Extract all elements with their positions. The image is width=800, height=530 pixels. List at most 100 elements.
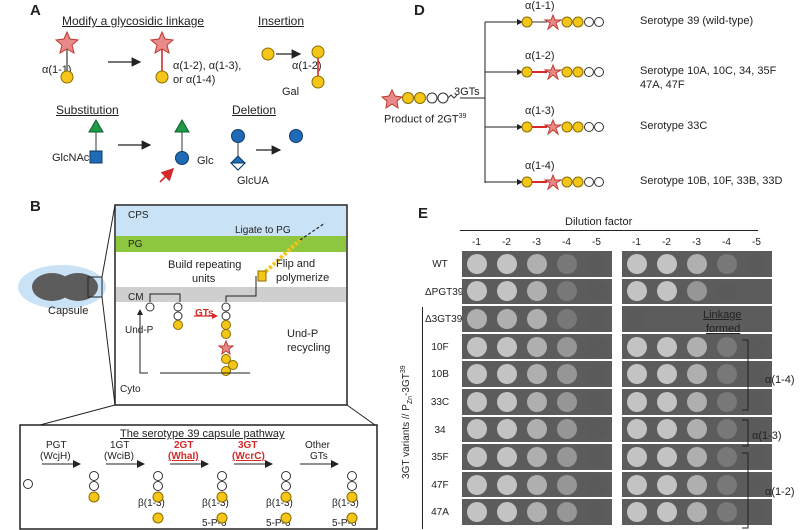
step-pgt-gene: (WcjH) xyxy=(40,451,71,462)
colony-spot xyxy=(657,419,677,440)
colony-spot xyxy=(747,502,767,523)
link-b13: β(1-3) xyxy=(202,498,229,509)
und-p-label: Und-P xyxy=(125,325,154,336)
colony-spot xyxy=(587,419,607,440)
strain-label: 10F xyxy=(431,341,449,353)
colony-spot xyxy=(497,308,517,329)
dilution-label: -5 xyxy=(752,237,761,248)
colony-spot xyxy=(747,446,767,467)
y-axis-label-wrap: 3GT variants // PZn-3GT39 xyxy=(399,365,415,479)
pathway-title: The serotype 39 capsule pathway xyxy=(120,428,285,440)
dilution-label: -4 xyxy=(562,237,571,248)
agar-plate-strip xyxy=(462,389,612,415)
strain-label: 47F xyxy=(431,479,449,491)
linkage-a13: α(1-3) xyxy=(752,430,782,442)
colony-spot xyxy=(687,364,707,385)
galactose-icon xyxy=(60,70,74,84)
colony-spot xyxy=(657,391,677,412)
colony-spot xyxy=(587,281,607,302)
colony-spot xyxy=(497,446,517,467)
link-b13: β(1-3) xyxy=(138,498,165,509)
linkage-title-2: formed xyxy=(706,323,741,335)
panel-d-row: α(1-1)Serotype 39 (wild-type) xyxy=(485,0,800,38)
colony-spot xyxy=(467,308,487,329)
colony-spot xyxy=(587,336,607,357)
step-3gt-name: 3GT xyxy=(238,440,258,451)
colony-spot xyxy=(527,391,547,412)
linkage-label: α(1-3) xyxy=(525,105,555,117)
panel-d-row: α(1-4)Serotype 10B, 10F, 33B, 33D xyxy=(485,160,800,198)
colony-spot xyxy=(627,446,647,467)
agar-plate-strip xyxy=(462,306,612,332)
galactose-icon xyxy=(261,47,275,61)
colony-spot xyxy=(717,253,737,274)
build-label: Build repeating xyxy=(168,259,242,271)
step-other-name: Other xyxy=(305,440,331,451)
agar-plate-strip xyxy=(462,278,612,305)
linkage-label: α(1-2) xyxy=(525,50,555,62)
agar-plate-strip xyxy=(622,389,772,415)
step-1gt-name: 1GT xyxy=(110,440,130,451)
colony-spot xyxy=(747,419,767,440)
colony-spot xyxy=(497,391,517,412)
colony-spot xyxy=(527,364,547,385)
colony-spot xyxy=(527,336,547,357)
3gts-arrow-label: 3GTs xyxy=(454,86,480,98)
link-5p6: 5-P-6 xyxy=(332,518,357,529)
colony-spot xyxy=(717,391,737,412)
colony-spot xyxy=(657,446,677,467)
colony-spot xyxy=(467,364,487,385)
colony-spot xyxy=(747,391,767,412)
colony-spot xyxy=(747,309,767,329)
colony-spot xyxy=(627,474,647,495)
link-b13: β(1-3) xyxy=(332,498,359,509)
linkage-label: α(1-4) xyxy=(525,160,555,172)
gts-label: GTs xyxy=(195,308,214,319)
agar-plate-strip xyxy=(462,416,612,443)
glcnac-label: GlcNAc xyxy=(52,152,90,164)
colony-spot xyxy=(747,364,767,385)
colony-spot xyxy=(687,502,707,523)
colony-spot xyxy=(687,446,707,467)
flip-label: Flip and xyxy=(276,258,316,270)
strain-label: 47A xyxy=(431,507,449,519)
glucose-icon xyxy=(289,129,303,143)
colony-spot xyxy=(497,502,517,523)
colony-spot xyxy=(687,474,707,495)
strain-label: 33C xyxy=(430,397,450,408)
colony-spot xyxy=(747,474,767,495)
glucose-icon xyxy=(175,151,189,165)
colony-spot xyxy=(687,253,707,274)
colony-spot xyxy=(657,474,677,495)
step-2gt-gene: (WhaI) xyxy=(168,451,199,462)
colony-spot xyxy=(467,446,487,467)
colony-spot xyxy=(527,419,547,440)
agar-plate-strip xyxy=(462,499,612,525)
colony-spot xyxy=(657,309,677,329)
fucose-triangle-icon xyxy=(88,119,104,133)
colony-spot xyxy=(557,446,577,467)
cps-label: CPS xyxy=(128,210,149,221)
colony-spot xyxy=(557,281,577,302)
colony-spot xyxy=(497,364,517,385)
colony-spot xyxy=(657,502,677,523)
insertion-linkage: α(1-2) xyxy=(292,60,322,72)
agar-plate-strip xyxy=(462,361,612,387)
agar-plate-strip xyxy=(622,444,772,470)
panel-b-label: B xyxy=(30,198,41,215)
insertion-gal-label: Gal xyxy=(282,86,300,98)
cps-layer xyxy=(116,206,346,236)
colony-spot xyxy=(587,253,607,274)
modify-to-linkage: α(1-2), α(1-3), xyxy=(173,60,242,72)
agar-plate-strip xyxy=(462,251,612,277)
colony-spot xyxy=(467,419,487,440)
colony-spot xyxy=(587,308,607,329)
colony-spot xyxy=(527,502,547,523)
colony-spot xyxy=(627,281,647,302)
agar-plate-strip xyxy=(462,444,612,470)
link-b13: β(1-3) xyxy=(266,498,293,509)
colony-spot xyxy=(527,253,547,274)
colony-spot xyxy=(627,502,647,523)
recycling-label: Und-P xyxy=(287,328,319,340)
